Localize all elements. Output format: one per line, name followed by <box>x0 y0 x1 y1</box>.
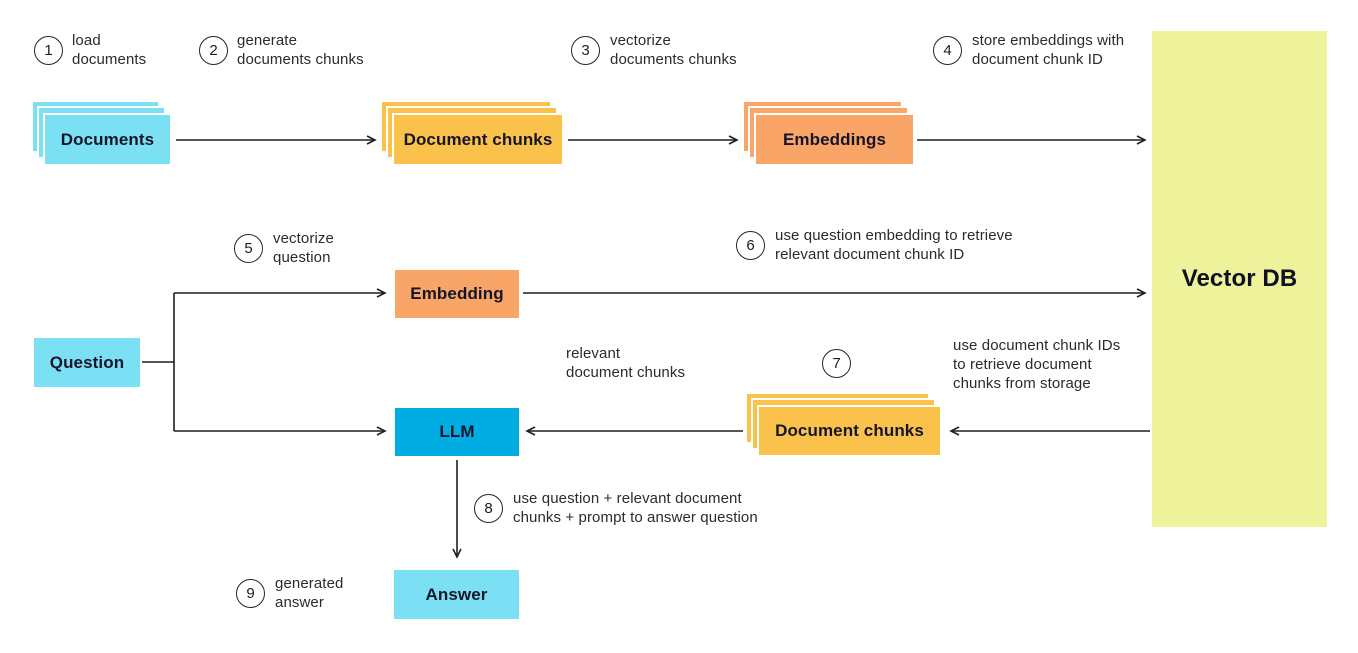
node-document-chunks-top-card: Document chunks <box>392 113 564 166</box>
node-llm-card: LLM <box>393 406 521 458</box>
step-7-label: use document chunk IDs to retrieve docum… <box>953 337 1121 392</box>
step-2-badge: 2 <box>199 36 228 65</box>
node-vector-db: Vector DB <box>1152 31 1327 527</box>
node-embedding-card: Embedding <box>393 268 521 320</box>
node-embedding: Embedding <box>393 268 521 320</box>
node-llm: LLM <box>393 406 521 458</box>
step-8-label: use question + relevant document chunks … <box>513 490 758 526</box>
step-9-badge: 9 <box>236 579 265 608</box>
node-documents-card: Documents <box>43 113 172 166</box>
step-9-label: generated answer <box>275 575 344 611</box>
node-documents-label: Documents <box>60 129 155 149</box>
node-vector-db-card: Vector DB <box>1152 31 1327 527</box>
node-question-label: Question <box>49 352 125 372</box>
step-3-badge: 3 <box>571 36 600 65</box>
step-6-label: use question embedding to retrieve relev… <box>775 227 1013 263</box>
node-document-chunks-mid: Document chunks <box>745 392 942 457</box>
step-6-badge: 6 <box>736 231 765 260</box>
step-7-badge: 7 <box>822 349 851 378</box>
node-embeddings-card: Embeddings <box>754 113 915 166</box>
node-document-chunks-top: Document chunks <box>380 100 564 166</box>
node-answer-label: Answer <box>425 584 488 604</box>
node-question: Question <box>32 336 142 389</box>
step-1-badge: 1 <box>34 36 63 65</box>
step-5-label: vectorize question <box>273 230 334 266</box>
node-document-chunks-top-label: Document chunks <box>403 129 553 149</box>
node-vector-db-label: Vector DB <box>1181 265 1298 292</box>
node-document-chunks-mid-card: Document chunks <box>757 405 942 457</box>
node-documents: Documents <box>31 100 172 166</box>
node-embeddings-label: Embeddings <box>782 129 886 149</box>
step-4-label: store embeddings with document chunk ID <box>972 32 1125 68</box>
node-document-chunks-mid-label: Document chunks <box>775 421 924 440</box>
node-answer-card: Answer <box>392 568 521 621</box>
node-embedding-label: Embedding <box>410 284 504 303</box>
step-5-badge: 5 <box>234 234 263 263</box>
step-1-label: load documents <box>72 32 147 68</box>
step-8-badge: 8 <box>474 494 503 523</box>
step-4-badge: 4 <box>933 36 962 65</box>
node-answer: Answer <box>392 568 521 621</box>
step-2-label: generate documents chunks <box>237 32 364 68</box>
step-3-label: vectorize documents chunks <box>610 32 737 68</box>
node-embeddings: Embeddings <box>742 100 915 166</box>
edge-label-relevant-chunks: relevant document chunks <box>566 345 686 381</box>
node-llm-label: LLM <box>439 422 475 441</box>
node-question-card: Question <box>32 336 142 389</box>
